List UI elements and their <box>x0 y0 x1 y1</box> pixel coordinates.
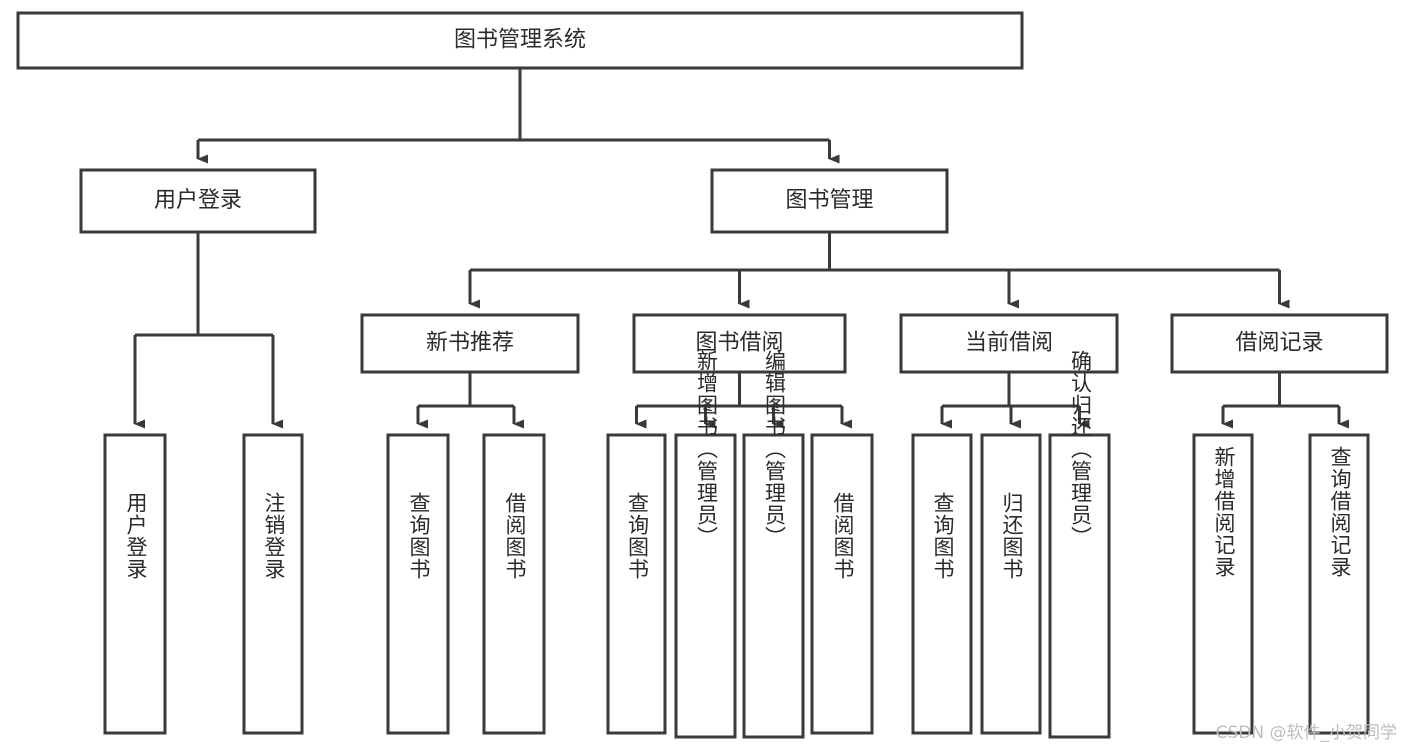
node-leaf-cur-return[interactable]: 归还图书 <box>980 433 1042 735</box>
node-box-current <box>899 313 1119 374</box>
node-box-leaf-bk-edit <box>742 433 805 739</box>
node-box-leaf-bk-query <box>606 433 667 735</box>
node-borrow[interactable]: 图书借阅 <box>632 313 847 374</box>
node-label-leaf-cur-return: 归还图书 <box>1000 492 1024 580</box>
node-box-leaf-cur-confirm <box>1048 433 1111 739</box>
node-leaf-new-query[interactable]: 查询图书 <box>386 433 450 735</box>
node-leaf-new-borrow[interactable]: 借阅图书 <box>482 433 546 735</box>
node-label-borrow: 图书借阅 <box>695 331 783 356</box>
node-leaf-cur-confirm[interactable]: 确认归还（管理员） <box>1048 350 1111 739</box>
node-label-leaf-cur-confirm: 确认归还（管理员） <box>1069 350 1093 548</box>
node-box-bookmgmt <box>710 168 949 234</box>
node-leaf-bk-add[interactable]: 新增图书（管理员） <box>674 350 737 739</box>
node-box-leaf-new-query <box>386 433 450 735</box>
node-label-leaf-new-borrow: 借阅图书 <box>503 492 527 580</box>
node-label-login: 用户登录 <box>154 188 242 213</box>
nodes-layer: 图书管理系统用户登录图书管理新书推荐图书借阅当前借阅借阅记录用户登录注销登录查询… <box>16 11 1389 739</box>
node-leaf-user-login[interactable]: 用户登录 <box>103 433 167 735</box>
node-box-newbook <box>360 313 580 374</box>
node-leaf-bk-query[interactable]: 查询图书 <box>606 433 667 735</box>
node-box-records <box>1170 313 1389 374</box>
node-leaf-rec-add[interactable]: 新增借阅记录 <box>1192 433 1254 735</box>
node-box-leaf-rec-query <box>1308 433 1370 735</box>
node-label-leaf-bk-query: 查询图书 <box>626 492 650 580</box>
node-label-leaf-user-login: 用户登录 <box>124 492 148 580</box>
node-label-leaf-rec-query: 查询借阅记录 <box>1328 446 1352 578</box>
node-leaf-cur-query[interactable]: 查询图书 <box>911 433 973 735</box>
node-leaf-bk-borrow[interactable]: 借阅图书 <box>810 433 874 735</box>
node-label-leaf-new-query: 查询图书 <box>407 492 431 580</box>
node-box-leaf-bk-borrow <box>810 433 874 735</box>
node-label-records: 借阅记录 <box>1235 331 1323 356</box>
node-label-bookmgmt: 图书管理 <box>785 188 873 213</box>
node-label-newbook: 新书推荐 <box>426 331 514 356</box>
node-records[interactable]: 借阅记录 <box>1170 313 1389 374</box>
node-box-leaf-new-borrow <box>482 433 546 735</box>
node-label-leaf-bk-add: 新增图书（管理员） <box>695 350 719 548</box>
node-box-leaf-user-logout <box>242 433 304 735</box>
node-label-leaf-user-logout: 注销登录 <box>262 492 286 580</box>
node-box-leaf-bk-add <box>674 433 737 739</box>
node-label-leaf-cur-query: 查询图书 <box>931 492 955 580</box>
node-box-login <box>79 168 317 234</box>
node-bookmgmt[interactable]: 图书管理 <box>710 168 949 234</box>
node-box-leaf-cur-query <box>911 433 973 735</box>
node-current[interactable]: 当前借阅 <box>899 313 1119 374</box>
edges-layer <box>133 68 1349 429</box>
node-box-leaf-user-login <box>103 433 167 735</box>
node-box-leaf-cur-return <box>980 433 1042 735</box>
node-box-root <box>16 11 1024 70</box>
node-leaf-bk-edit[interactable]: 编辑图书（管理员） <box>742 350 805 739</box>
node-leaf-rec-query[interactable]: 查询借阅记录 <box>1308 433 1370 735</box>
node-label-leaf-bk-edit: 编辑图书（管理员） <box>763 350 787 548</box>
node-label-leaf-rec-add: 新增借阅记录 <box>1212 446 1236 578</box>
node-box-leaf-rec-add <box>1192 433 1254 735</box>
node-root[interactable]: 图书管理系统 <box>16 11 1024 70</box>
node-login[interactable]: 用户登录 <box>79 168 317 234</box>
node-label-root: 图书管理系统 <box>454 28 586 53</box>
node-newbook[interactable]: 新书推荐 <box>360 313 580 374</box>
node-leaf-user-logout[interactable]: 注销登录 <box>242 433 304 735</box>
node-label-current: 当前借阅 <box>965 331 1053 356</box>
node-label-leaf-bk-borrow: 借阅图书 <box>831 492 855 580</box>
node-box-borrow <box>632 313 847 374</box>
